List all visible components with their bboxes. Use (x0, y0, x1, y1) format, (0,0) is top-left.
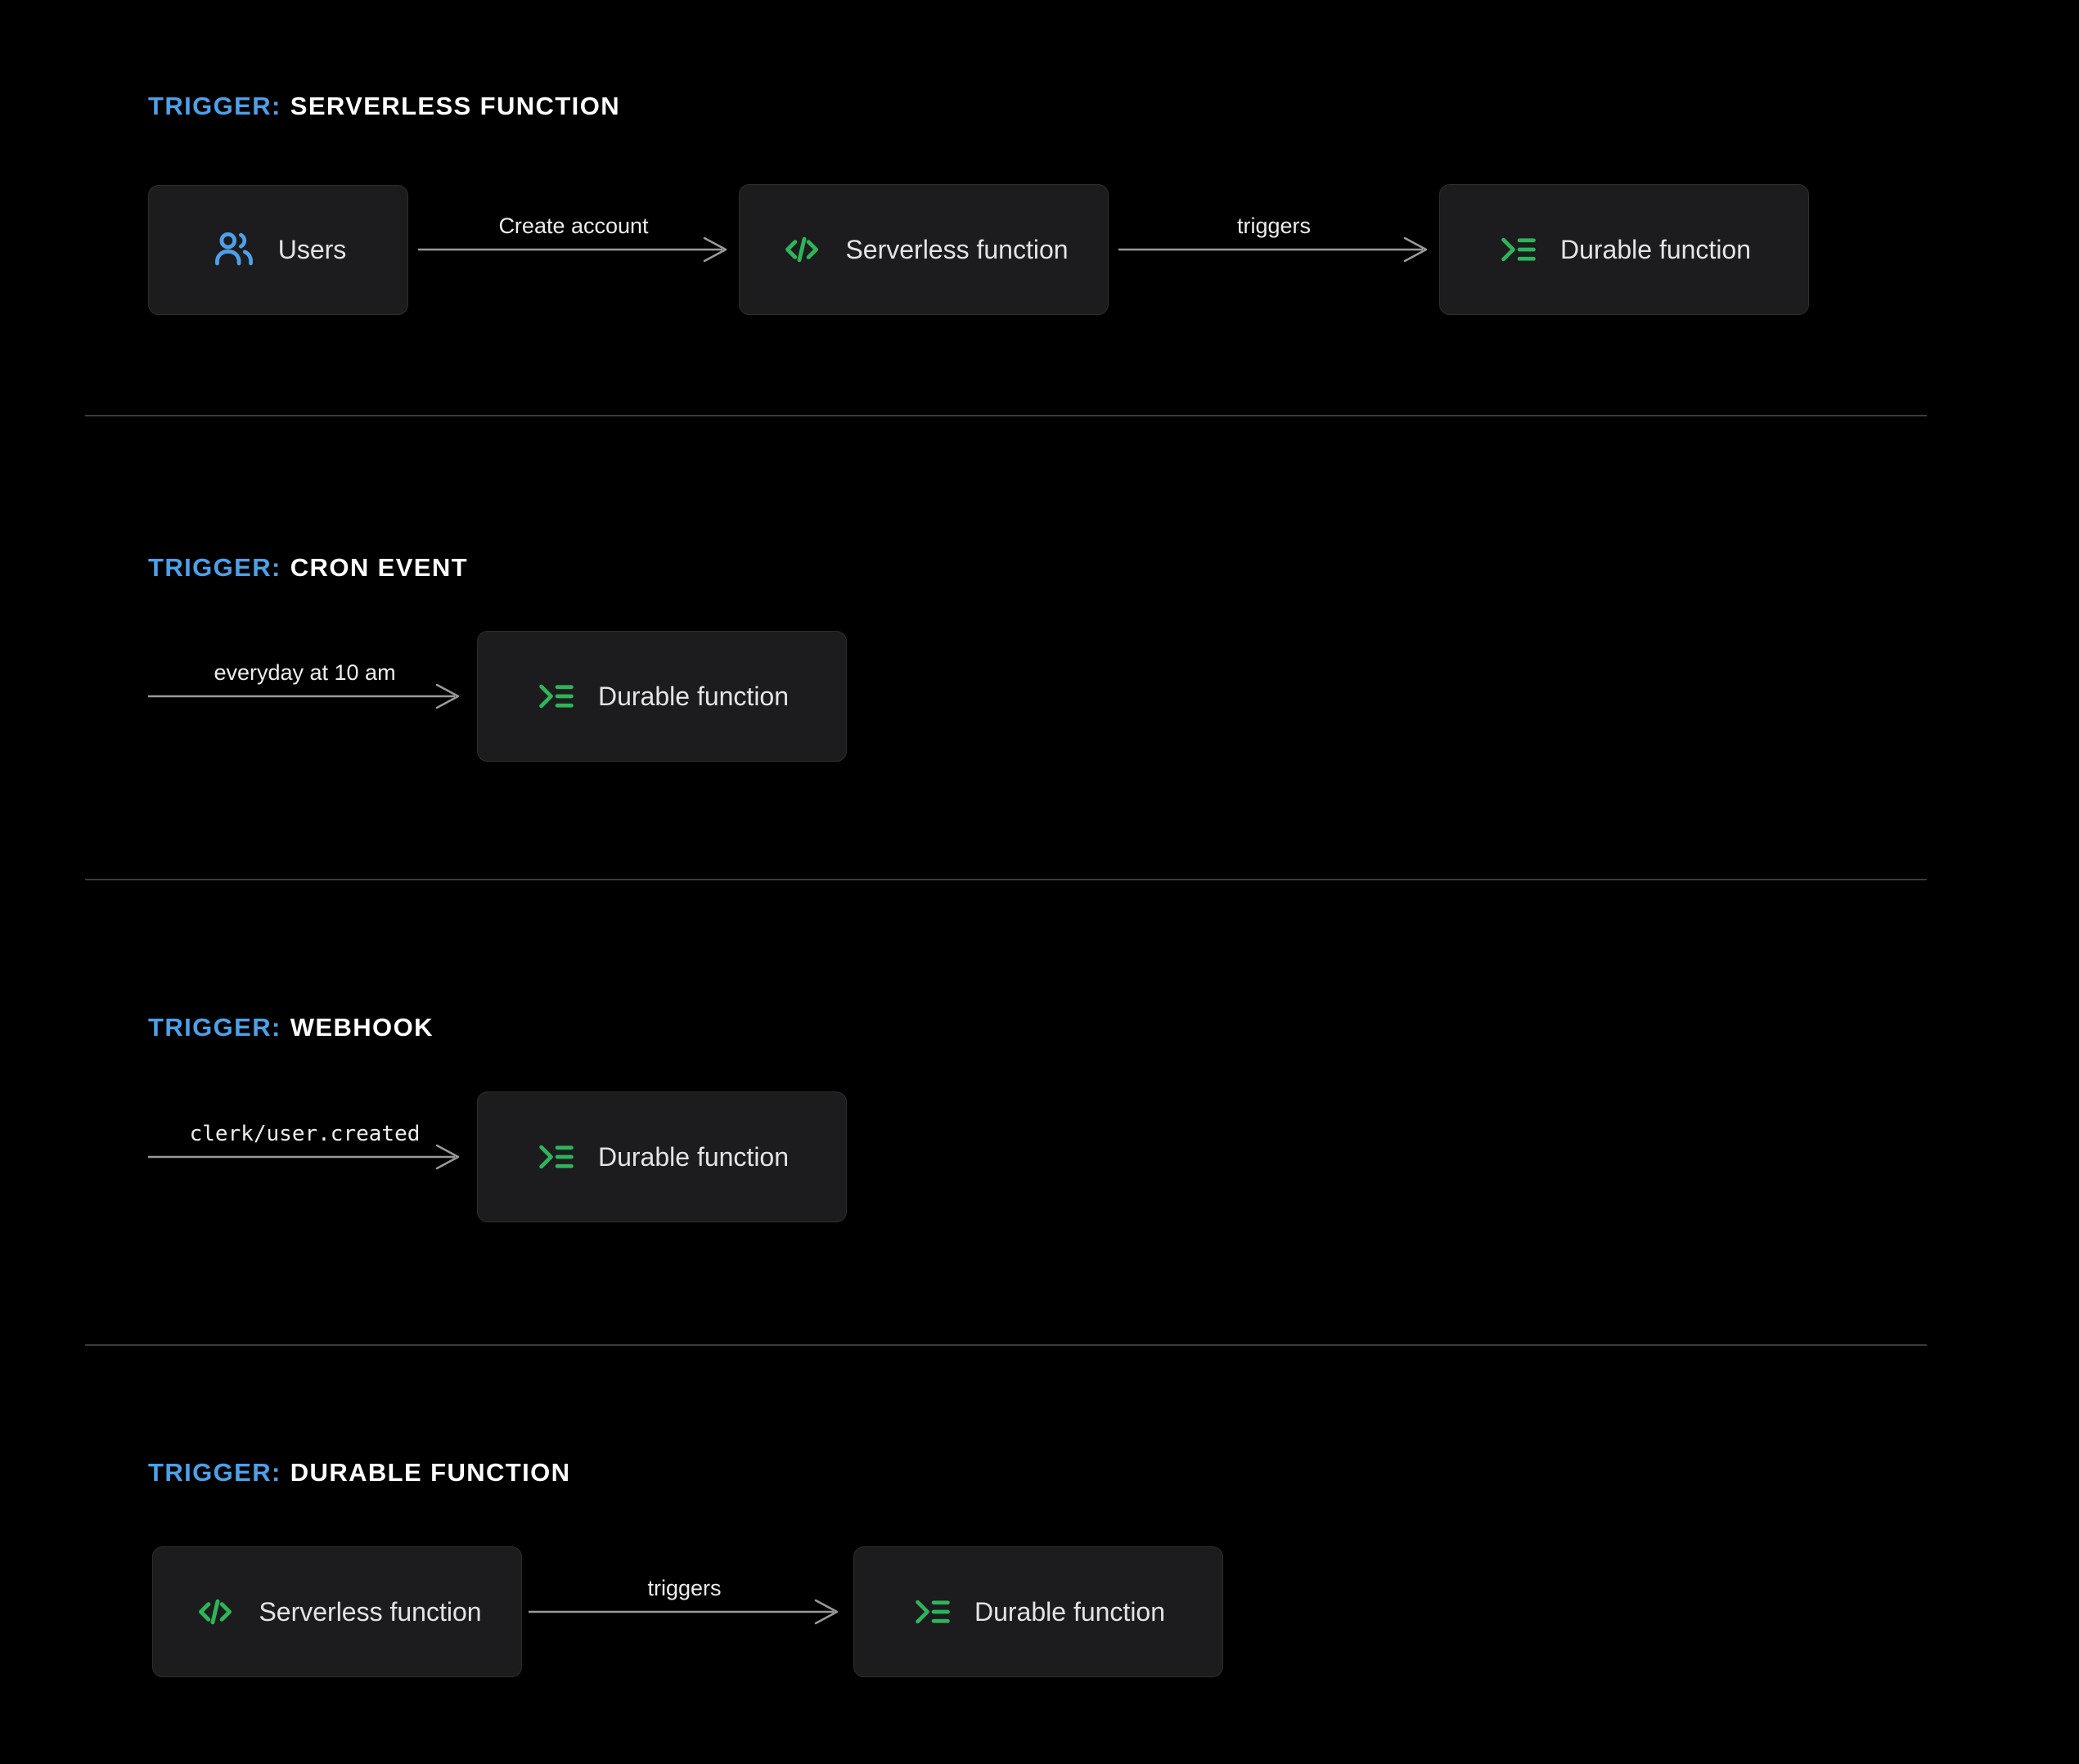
title-prefix: TRIGGER: (148, 1013, 281, 1042)
flow-row-durable: Serverless function triggers Durable fun… (152, 1546, 1223, 1677)
section-title-serverless-function: TRIGGER: SERVERLESS FUNCTION (148, 92, 620, 121)
section-divider (85, 1344, 1927, 1346)
arrow-label: triggers (1236, 214, 1312, 238)
arrow-label: Create account (498, 214, 649, 238)
node-label: Users (277, 234, 347, 264)
code-icon (192, 1589, 238, 1635)
node-durable-function: Durable function (853, 1546, 1223, 1677)
durable-function-icon (911, 1591, 954, 1633)
node-label: Serverless function (259, 1596, 482, 1627)
section-title-durable-function: TRIGGER: DURABLE FUNCTION (148, 1458, 570, 1487)
arrow-cron-schedule: everyday at 10 am (148, 660, 461, 715)
title-text: DURABLE FUNCTION (290, 1458, 571, 1487)
title-text: WEBHOOK (290, 1013, 434, 1042)
node-durable-function: Durable function (477, 1091, 847, 1222)
node-label: Durable function (1559, 234, 1752, 264)
node-label: Serverless function (845, 234, 1069, 264)
node-label: Durable function (597, 1141, 790, 1172)
flow-row-serverless: Users Create account Serverless function… (148, 184, 1809, 315)
arrow-label: clerk/user.created (189, 1122, 421, 1146)
node-durable-function: Durable function (477, 631, 847, 762)
arrow-label: triggers (647, 1576, 722, 1600)
durable-function-icon (1497, 228, 1540, 271)
section-title-cron-event: TRIGGER: CRON EVENT (148, 553, 468, 583)
title-text: CRON EVENT (290, 553, 468, 582)
title-prefix: TRIGGER: (148, 1458, 281, 1487)
section-divider (85, 879, 1927, 880)
arrow-triggers: triggers (529, 1576, 840, 1631)
users-icon (210, 226, 258, 273)
code-icon (779, 227, 825, 272)
node-durable-function: Durable function (1439, 184, 1809, 315)
durable-function-icon (535, 1136, 578, 1178)
flow-row-cron: everyday at 10 am Durable function (148, 631, 847, 762)
arrow-create-account: Create account (418, 214, 729, 268)
node-serverless-function: Serverless function (152, 1546, 522, 1677)
arrow-triggers: triggers (1118, 214, 1429, 268)
durable-function-icon (535, 675, 578, 718)
arrow-label: everyday at 10 am (214, 660, 396, 685)
arrow-webhook-event: clerk/user.created (148, 1122, 461, 1176)
node-users: Users (148, 184, 408, 315)
title-text: SERVERLESS FUNCTION (290, 92, 620, 120)
title-prefix: TRIGGER: (148, 553, 281, 582)
node-label: Durable function (597, 681, 790, 711)
section-divider (85, 415, 1927, 416)
node-label: Durable function (974, 1596, 1166, 1627)
title-prefix: TRIGGER: (148, 92, 281, 120)
node-serverless-function: Serverless function (739, 184, 1109, 315)
flow-row-webhook: clerk/user.created Durable function (148, 1091, 847, 1222)
section-title-webhook: TRIGGER: WEBHOOK (148, 1013, 434, 1042)
